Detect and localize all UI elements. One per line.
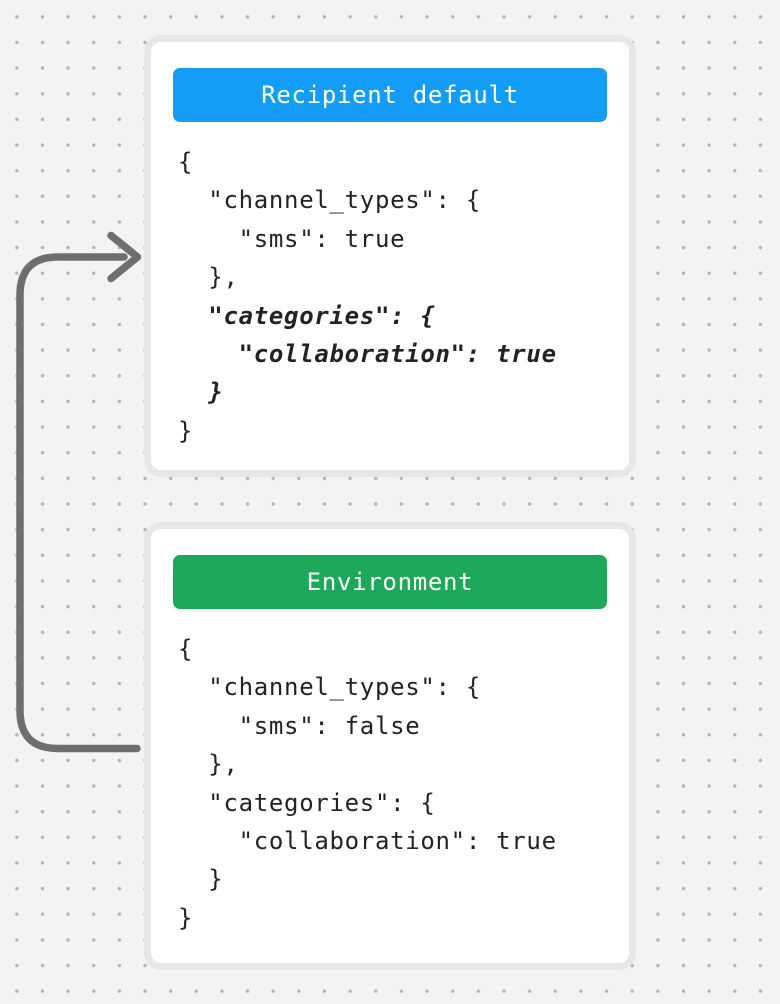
code-line: } xyxy=(178,378,224,407)
merge-arrow-shaft xyxy=(16,253,141,753)
code-line: { xyxy=(178,148,194,176)
code-line: }, xyxy=(178,750,239,779)
code-line: "channel_types": { xyxy=(178,673,481,702)
code-line: } xyxy=(178,416,194,445)
code-line: }, xyxy=(178,263,239,292)
card-recipient-default-title: Recipient default xyxy=(261,81,519,109)
card-environment-title: Environment xyxy=(306,568,474,596)
card-environment: Environment { "channel_types": { "sms": … xyxy=(144,522,636,970)
code-line: "sms": false xyxy=(178,711,421,740)
code-line: "collaboration": true xyxy=(178,827,557,856)
code-line: } xyxy=(178,865,224,894)
card-recipient-default-code: { "channel_types": { "sms": true }, "cat… xyxy=(178,143,607,450)
card-recipient-default-header: Recipient default xyxy=(173,68,607,122)
merge-arrow-head xyxy=(107,231,142,283)
code-line: "collaboration": true xyxy=(178,340,557,369)
code-line: "categories": { xyxy=(178,788,436,817)
card-environment-header: Environment xyxy=(173,555,607,609)
code-line: "channel_types": { xyxy=(178,186,481,215)
code-line: "sms": true xyxy=(178,224,406,253)
card-recipient-default: Recipient default { "channel_types": { "… xyxy=(144,35,636,477)
code-line: } xyxy=(178,903,194,932)
card-environment-code: { "channel_types": { "sms": false }, "ca… xyxy=(178,630,607,937)
code-line: { xyxy=(178,635,194,663)
code-line: "categories": { xyxy=(178,301,436,330)
